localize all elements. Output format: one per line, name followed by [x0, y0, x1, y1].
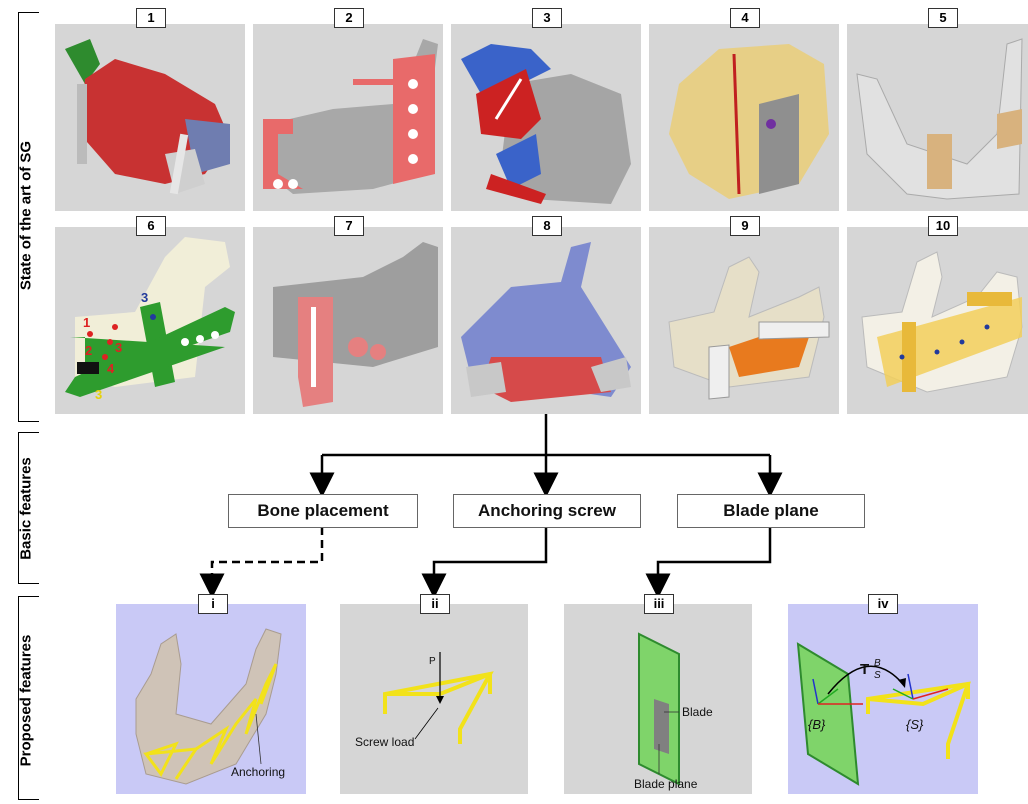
mandible-pink-pillar-image	[253, 227, 443, 414]
mandible-plates-image	[847, 24, 1028, 211]
proposed-label: Proposed features	[18, 621, 35, 781]
panel-7-number: 7	[334, 216, 364, 236]
mandible-guide-blue-image	[451, 24, 641, 211]
panel-9	[649, 227, 839, 414]
blade-label: Blade	[682, 705, 713, 719]
panel-6: 1 2 3 4 3 3	[55, 227, 245, 414]
panel6-mark-3-red: 3	[115, 340, 122, 355]
panel6-mark-3-blue: 3	[141, 290, 148, 305]
panel-10	[847, 227, 1028, 414]
transform-T: T	[860, 661, 869, 678]
panel-1-number: 1	[136, 8, 166, 28]
panel-2	[253, 24, 443, 211]
basic-label: Basic features	[18, 439, 35, 579]
panel-i-number: i	[198, 594, 228, 614]
frame-s-label: {S}	[906, 717, 924, 732]
skull-guide-image	[649, 24, 839, 211]
mandible-yellow-guide-image	[847, 227, 1028, 414]
panel-8	[451, 227, 641, 414]
blade-plane-box: Blade plane	[677, 494, 865, 528]
panel-4-number: 4	[730, 8, 760, 28]
screw-load-diagram: P Screw load	[340, 604, 528, 794]
screw-load-label: Screw load	[355, 735, 414, 749]
panel-7	[253, 227, 443, 414]
blade-plane-label: Blade plane	[634, 777, 698, 791]
panel-8-number: 8	[532, 216, 562, 236]
panel-3	[451, 24, 641, 211]
panel-i: Anchoring	[116, 604, 306, 794]
load-p-label: P	[429, 656, 436, 667]
transform-sup: B	[874, 658, 881, 669]
state-label: State of the art of SG	[18, 116, 35, 316]
panel-9-number: 9	[730, 216, 760, 236]
mandible-guide-pink-image	[253, 24, 443, 211]
anchoring-screw-box: Anchoring screw	[453, 494, 641, 528]
panel6-mark-3-yellow: 3	[95, 387, 102, 402]
panel-5-number: 5	[928, 8, 958, 28]
panel6-mark-2: 2	[85, 343, 92, 358]
anchoring-label: Anchoring	[231, 765, 285, 779]
panel6-mark-4: 4	[107, 361, 115, 376]
panel-iv-number: iv	[868, 594, 898, 614]
panel-iv: T B S {B} {S}	[788, 604, 978, 794]
panel-iii-number: iii	[644, 594, 674, 614]
transform-sub: S	[874, 670, 881, 681]
panel-ii: P Screw load	[340, 604, 528, 794]
blade-plane-diagram: Blade Blade plane	[564, 604, 752, 794]
panel-10-number: 10	[928, 216, 958, 236]
mandible-blue-guide-image	[451, 227, 641, 414]
mandible-truss-image: Anchoring	[116, 604, 306, 794]
mandible-orange-guide-image	[649, 227, 839, 414]
mandible-green-guide-image: 1 2 3 4 3 3	[55, 227, 245, 414]
panel-2-number: 2	[334, 8, 364, 28]
panel-6-number: 6	[136, 216, 166, 236]
panel-5	[847, 24, 1028, 211]
frame-transform-diagram: T B S {B} {S}	[788, 604, 978, 794]
mandible-guide-red-image	[55, 24, 245, 211]
panel-1	[55, 24, 245, 211]
frame-b-label: {B}	[808, 717, 826, 732]
panel-3-number: 3	[532, 8, 562, 28]
panel-4	[649, 24, 839, 211]
panel-iii: Blade Blade plane	[564, 604, 752, 794]
bone-placement-box: Bone placement	[228, 494, 418, 528]
panel6-mark-1: 1	[83, 315, 90, 330]
panel-ii-number: ii	[420, 594, 450, 614]
